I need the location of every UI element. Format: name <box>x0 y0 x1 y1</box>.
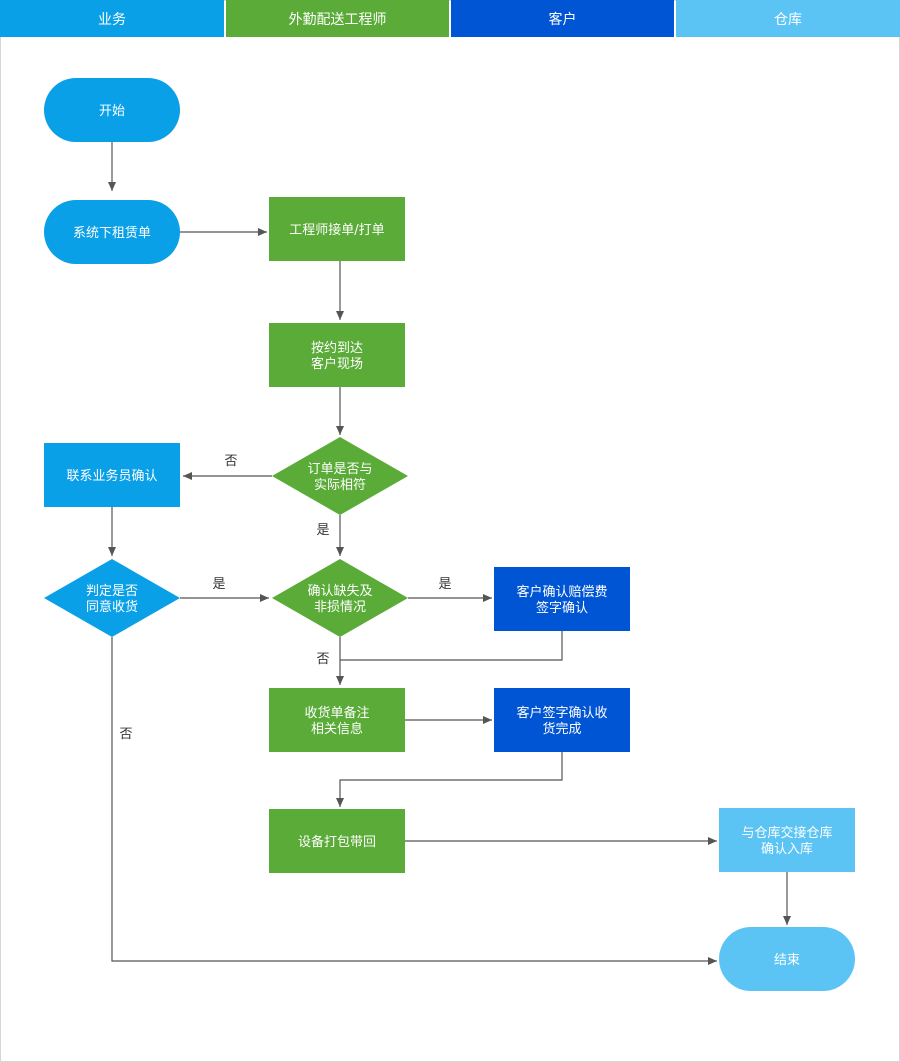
edge-sign-to-pack <box>336 752 563 807</box>
node-pack-label: 设备打包带回 <box>298 834 376 850</box>
node-accept-label: 工程师接单/打单 <box>289 222 384 238</box>
node-check-order-label: 实际相符 <box>314 477 366 493</box>
node-end: 结束 <box>719 927 855 991</box>
node-arrive-label: 客户现场 <box>311 356 363 372</box>
node-sign-label: 客户签字确认收 <box>516 705 607 721</box>
node-check-damage-label: 确认缺失及 <box>307 584 372 599</box>
lane-header-customer: 客户 <box>451 0 674 37</box>
edge-label-no-contact: 否 <box>224 454 237 469</box>
node-end-label: 结束 <box>774 953 800 968</box>
node-check-order-label: 订单是否与 <box>307 462 372 477</box>
edge-label-no-end: 否 <box>119 727 132 742</box>
lane-header-sales: 业务 <box>0 0 224 37</box>
node-order: 系统下租赁单 <box>44 200 180 264</box>
node-check-damage-label: 非损情况 <box>314 600 366 615</box>
node-accept: 工程师接单/打单 <box>269 197 405 261</box>
node-arrive-label: 按约到达 <box>311 341 363 356</box>
lane-header-warehouse: 仓库 <box>676 0 900 37</box>
node-compensate-label: 客户确认赔偿费 <box>516 584 607 600</box>
node-order-label: 系统下租赁单 <box>73 226 151 241</box>
edge-label-yes-damage: 是 <box>316 523 329 538</box>
edge-judge-to-end <box>111 637 717 965</box>
edge-label-yes-compensate: 是 <box>438 577 451 592</box>
node-pack: 设备打包带回 <box>269 809 405 873</box>
node-receipt-label: 相关信息 <box>311 721 363 737</box>
node-receipt-label: 收货单备注 <box>304 705 369 721</box>
node-contact-label: 联系业务员确认 <box>66 468 157 484</box>
node-judge-label: 判定是否 <box>86 584 138 599</box>
node-sign-label: 货完成 <box>542 721 581 737</box>
lane-header-engineer: 外勤配送工程师 <box>226 0 449 37</box>
node-start: 开始 <box>44 78 180 142</box>
node-compensate-label: 签字确认 <box>536 600 588 616</box>
edge-label-no-receipt: 否 <box>316 652 329 667</box>
node-contact: 联系业务员确认 <box>44 443 180 507</box>
edge-label-yes-judge: 是 <box>212 577 225 592</box>
node-judge-label: 同意收货 <box>86 599 138 615</box>
node-warehouse-label: 确认入库 <box>761 841 813 857</box>
edge-compensate-merge <box>340 631 563 661</box>
node-start-label: 开始 <box>99 104 125 119</box>
node-warehouse-label: 与仓库交接仓库 <box>741 825 832 841</box>
